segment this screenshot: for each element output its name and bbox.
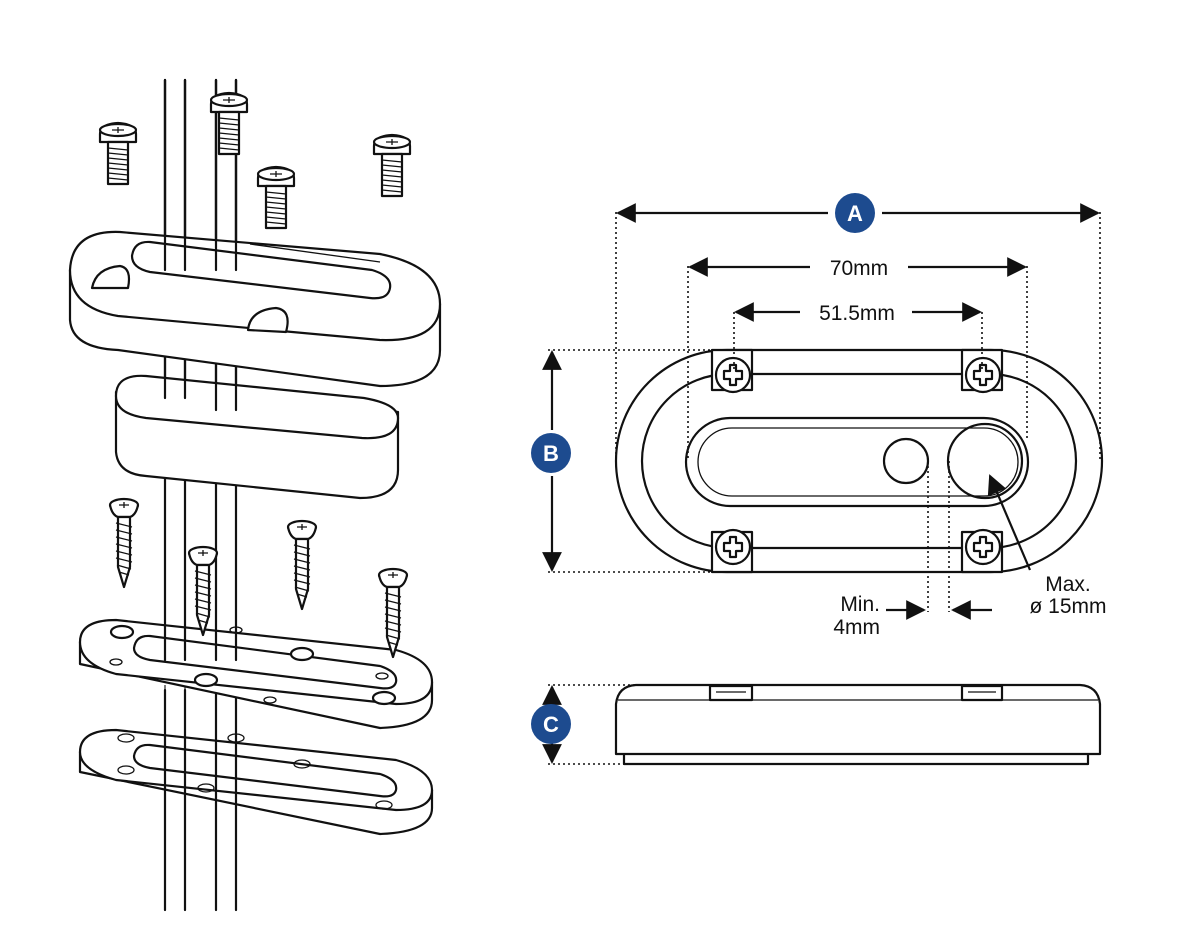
badge-b: B: [531, 433, 571, 473]
svg-text:B: B: [543, 441, 559, 466]
machine-screw: [256, 165, 296, 230]
dimension-51-5mm: 51.5mm: [733, 302, 983, 372]
min-label-line1: Min.: [840, 593, 880, 616]
svg-text:A: A: [847, 201, 863, 226]
screw-head-icon: [714, 356, 752, 394]
side-view: [614, 683, 1102, 766]
top-cover: [68, 230, 442, 388]
dim-51-5-label: 51.5mm: [819, 302, 895, 325]
max-label-line2: ø 15mm: [1029, 595, 1106, 618]
screw-head-icon: [964, 528, 1002, 566]
machine-screw: [372, 133, 412, 198]
wood-screw: [286, 519, 318, 611]
badge-c: C: [531, 704, 571, 744]
dimension-a: [615, 203, 1101, 460]
wood-screw: [187, 545, 219, 637]
screw-head-icon: [714, 528, 752, 566]
top-gasket: [78, 618, 434, 730]
max-hole: [946, 422, 1024, 500]
bottom-gasket: [78, 728, 434, 836]
insert-block: [114, 374, 400, 500]
wood-screw: [108, 497, 140, 589]
dimension-70mm: 70mm: [687, 257, 1028, 460]
dimension-b: [542, 349, 712, 573]
min-label-line2: 4mm: [833, 616, 880, 639]
min-hole: [882, 437, 930, 485]
screw-head-icon: [964, 356, 1002, 394]
max-dimension: Max. ø 15mm: [987, 474, 1107, 618]
machine-screw: [98, 121, 138, 186]
wood-screw: [377, 567, 409, 659]
min-dimension: Min. 4mm: [833, 461, 992, 639]
badge-a: A: [835, 193, 875, 233]
top-view: [614, 348, 1104, 574]
dim-70-label: 70mm: [830, 257, 888, 280]
max-label-line1: Max.: [1045, 573, 1091, 596]
exploded-view: [68, 78, 442, 912]
svg-text:C: C: [543, 712, 559, 737]
